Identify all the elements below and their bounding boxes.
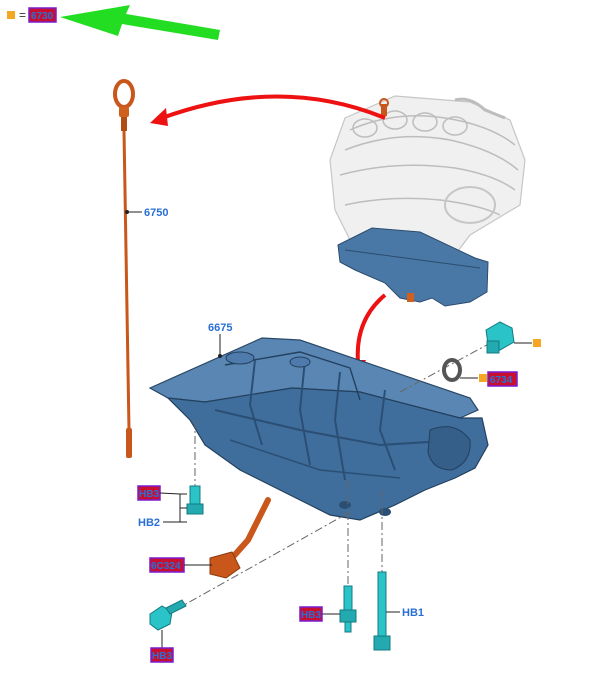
dipstick [113,79,135,458]
dipstick-callout: 6750 [125,207,168,219]
hotspot-drain-plug[interactable]: 6734 [487,371,518,387]
hotspot-hb3-left[interactable]: HB3 [137,485,161,501]
drain-plug-assembly: 6734 [399,321,541,393]
oil-pan-label: 6675 [208,322,232,334]
engine-assembly [329,95,526,263]
bolt-hb1: HB1 [373,490,424,651]
drain-plug [485,321,541,354]
hb1-label: HB1 [402,607,424,619]
legend-ref-link[interactable]: 6730 [28,7,57,23]
engine-dipstick-tube-icon [379,98,414,302]
bolt-hb2-assembly: HB3 HB2 [137,420,204,529]
dipstick-label: 6750 [144,207,168,219]
hotspot-tube[interactable]: 6C324 [149,557,185,573]
hb2-label: HB2 [138,517,160,529]
bolt-hb2 [186,485,204,515]
hotspot-tube-text: 6C324 [151,561,181,572]
hotspot-hb3-left-text: HB3 [139,489,159,500]
oil-pickup-tube [209,497,271,579]
legend-equals: = [19,8,26,22]
drain-plug-washer [442,358,487,382]
oil-pan [148,337,489,521]
hotspot-bolt-center[interactable]: HB3 [299,606,323,622]
green-pointer-arrow-icon [60,5,220,40]
engine-oil-pan-highlight [337,227,489,307]
drain-plug-marker-icon [533,339,541,347]
hotspot-drain-plug-text: 6734 [490,375,513,386]
hotspot-bolt-lower-left-text: HB3 [152,651,172,662]
legend-ref-text: 6730 [31,11,54,22]
oil-pan-callout: 6675 [208,322,232,358]
red-arrow-to-dipstick-icon [150,94,386,126]
hotspot-bolt-center-text: HB3 [301,610,321,621]
bolt-center [322,480,357,633]
washer-marker-icon [479,374,487,382]
bolt-lower-left [149,599,187,648]
hotspot-bolt-lower-left[interactable]: HB3 [150,647,174,663]
legend-marker-icon [7,11,15,19]
legend: = 6730 [7,7,57,23]
